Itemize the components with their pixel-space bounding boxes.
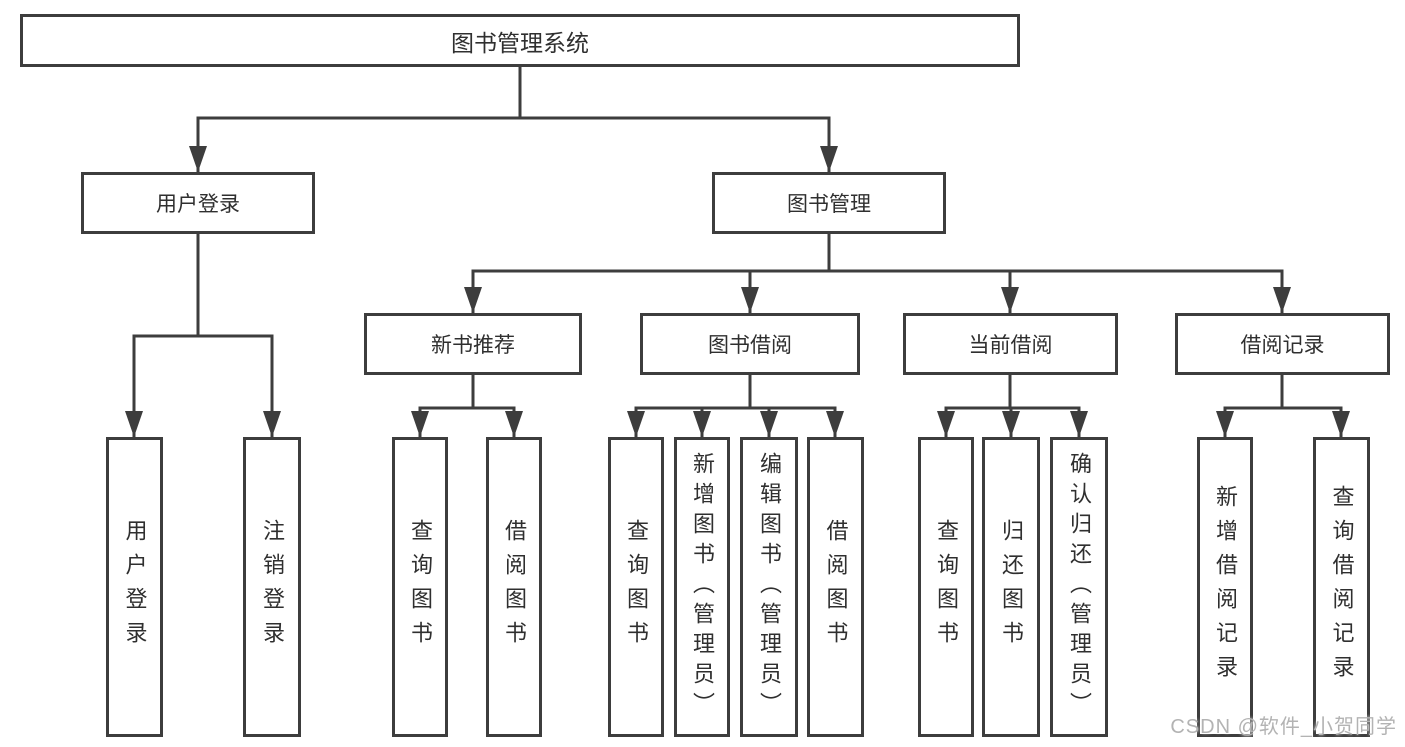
leaf-edit-book-admin-label: 编辑图书（管理员）	[757, 452, 782, 722]
leaf-borrow-book: 借阅图书	[807, 437, 864, 737]
node-library-system-label: 图书管理系统	[451, 29, 589, 56]
node-book-borrow: 图书借阅	[640, 313, 860, 375]
leaf-user-login-label: 用户登录	[122, 519, 148, 655]
leaf-borrow-query-book-label: 查询图书	[624, 519, 649, 655]
node-user-login: 用户登录	[81, 172, 315, 234]
node-new-book-recommend-label: 新书推荐	[431, 334, 515, 357]
leaf-confirm-return-admin-label: 确认归还（管理员）	[1067, 452, 1092, 722]
leaf-current-query-book-label: 查询图书	[934, 519, 959, 655]
leaf-recommend-query-book-label: 查询图书	[408, 519, 433, 655]
node-book-management-label: 图书管理	[787, 193, 871, 216]
leaf-borrow-query-book: 查询图书	[608, 437, 664, 737]
leaf-confirm-return-admin: 确认归还（管理员）	[1050, 437, 1108, 737]
leaf-query-borrow-record: 查询借阅记录	[1313, 437, 1370, 737]
leaf-add-book-admin-label: 新增图书（管理员）	[690, 452, 715, 722]
leaf-logout: 注销登录	[243, 437, 301, 737]
node-new-book-recommend: 新书推荐	[364, 313, 582, 375]
leaf-add-borrow-record: 新增借阅记录	[1197, 437, 1253, 737]
leaf-borrow-book-label: 借阅图书	[823, 519, 849, 655]
node-borrow-record-label: 借阅记录	[1240, 334, 1325, 357]
node-borrow-record: 借阅记录	[1175, 313, 1390, 375]
leaf-recommend-borrow-book-label: 借阅图书	[502, 519, 527, 655]
node-current-borrow-label: 当前借阅	[968, 334, 1053, 357]
leaf-recommend-borrow-book: 借阅图书	[486, 437, 542, 737]
leaf-current-query-book: 查询图书	[918, 437, 974, 737]
node-current-borrow: 当前借阅	[903, 313, 1118, 375]
leaf-recommend-query-book: 查询图书	[392, 437, 448, 737]
leaf-logout-label: 注销登录	[260, 519, 285, 655]
node-book-borrow-label: 图书借阅	[708, 334, 792, 357]
leaf-return-book-label: 归还图书	[999, 519, 1024, 655]
leaf-add-book-admin: 新增图书（管理员）	[674, 437, 730, 737]
leaf-user-login: 用户登录	[106, 437, 163, 737]
node-book-management: 图书管理	[712, 172, 946, 234]
leaf-return-book: 归还图书	[982, 437, 1040, 737]
leaf-add-borrow-record-label: 新增借阅记录	[1213, 485, 1238, 689]
node-library-system: 图书管理系统	[20, 14, 1020, 67]
leaf-query-borrow-record-label: 查询借阅记录	[1329, 485, 1355, 689]
leaf-edit-book-admin: 编辑图书（管理员）	[740, 437, 798, 737]
watermark: CSDN @软件_小贺同学	[1170, 716, 1397, 738]
node-user-login-label: 用户登录	[156, 193, 240, 216]
